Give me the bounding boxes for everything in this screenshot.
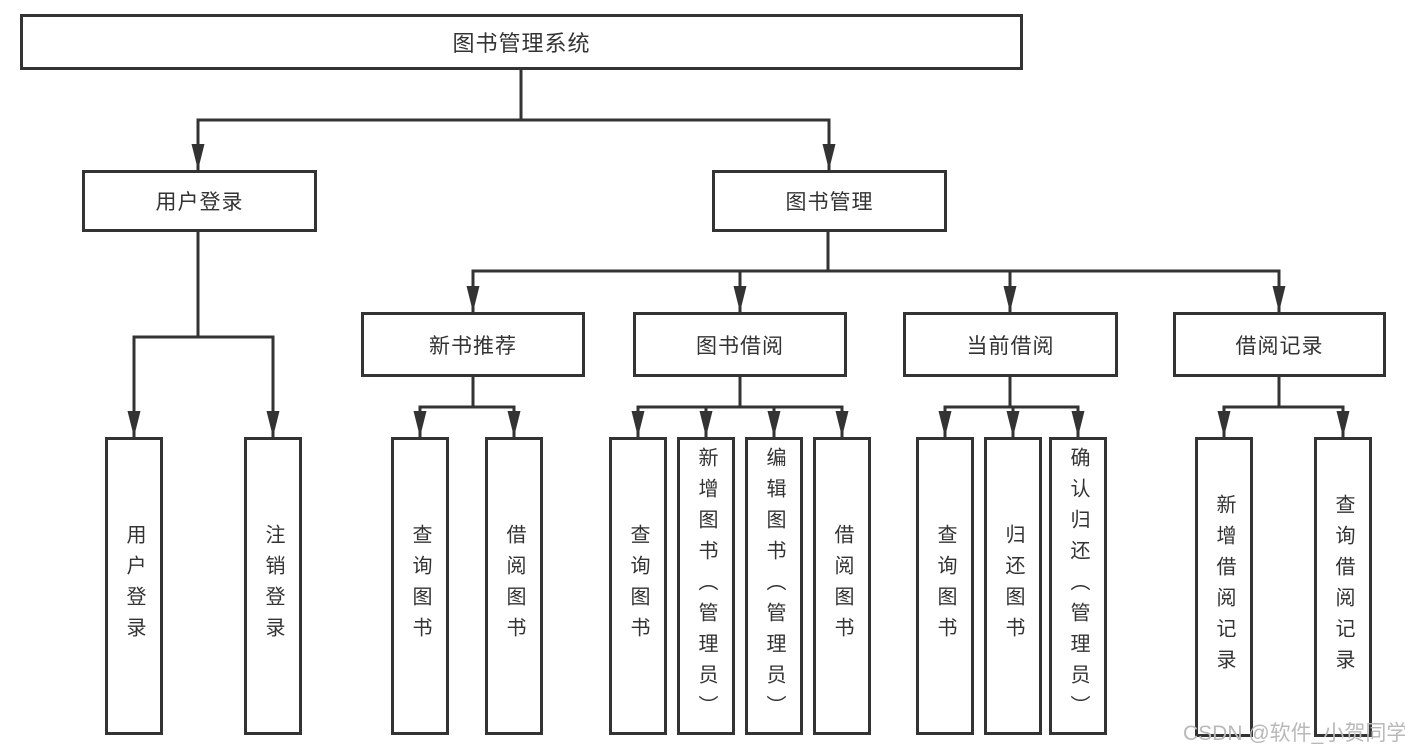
node-book-borrow: 图书借阅 <box>633 312 847 377</box>
node-new-book-recommend: 新书推荐 <box>361 312 585 377</box>
leaf-query-borrow-record: 查询借阅记录 <box>1314 437 1372 737</box>
leaf-return-book: 归还图书 <box>984 437 1042 735</box>
leaf-borrow-book-recommend: 借阅图书 <box>485 437 543 735</box>
leaf-query-book-recommend: 查询图书 <box>391 437 449 735</box>
leaf-query-book-current: 查询图书 <box>916 437 974 735</box>
leaf-edit-book-admin: 编辑图书（管理员） <box>745 437 803 735</box>
node-current-borrow: 当前借阅 <box>903 312 1118 377</box>
leaf-add-borrow-record: 新增借阅记录 <box>1195 437 1253 737</box>
leaf-add-book-admin: 新增图书（管理员） <box>677 437 735 735</box>
leaf-borrow-book: 借阅图书 <box>813 437 871 735</box>
node-borrow-records: 借阅记录 <box>1173 312 1386 377</box>
node-book-management: 图书管理 <box>712 170 947 232</box>
csdn-watermark: CSDN @软件_小贺同学 <box>1183 722 1405 745</box>
node-user-login: 用户登录 <box>82 170 317 232</box>
node-root: 图书管理系统 <box>20 14 1023 70</box>
leaf-logout: 注销登录 <box>244 437 302 735</box>
leaf-confirm-return-admin: 确认归还（管理员） <box>1049 437 1107 735</box>
leaf-query-book-borrow: 查询图书 <box>609 437 667 735</box>
leaf-user-login: 用户登录 <box>105 437 163 735</box>
